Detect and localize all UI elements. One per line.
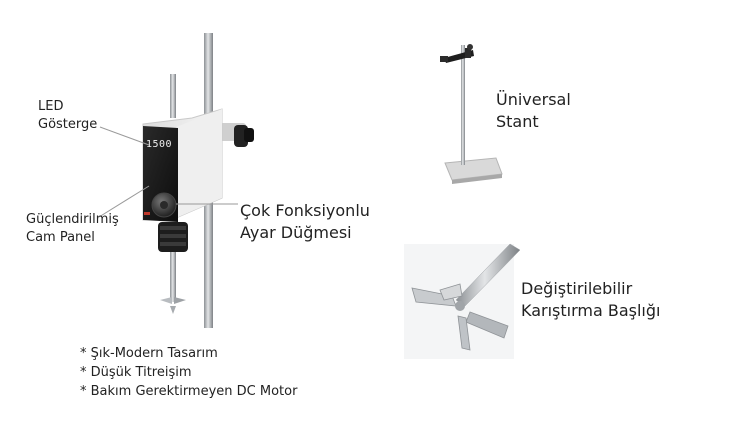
chuck (158, 222, 188, 314)
stirrer-body (142, 108, 223, 222)
label-multi-knob: Çok Fonksiyonlu Ayar Düğmesi (240, 201, 370, 242)
feature-item: * Şık-Modern Tasarım (80, 346, 218, 361)
clamp (220, 123, 254, 147)
stirring-head-image (404, 243, 521, 359)
feature-item: * Bakım Gerektirmeyen DC Motor (80, 384, 298, 399)
label-universal-stand: Üniversal Stant (496, 90, 571, 131)
label-glass-panel: Güçlendirilmiş Cam Panel (26, 212, 119, 245)
led-readout: 1500 (146, 139, 173, 150)
universal-stand-image (440, 44, 503, 184)
label-stirring-head: Değiştirilebilir Karıştırma Başlığı (521, 279, 661, 320)
label-led-display: LED Gösterge (38, 99, 98, 132)
callout-lines (98, 126, 238, 218)
top-shaft (170, 74, 176, 118)
feature-item: * Düşük Titreişim (80, 365, 192, 380)
feature-list: * Şık-Modern Tasarım * Düşük Titreişim *… (80, 344, 297, 401)
